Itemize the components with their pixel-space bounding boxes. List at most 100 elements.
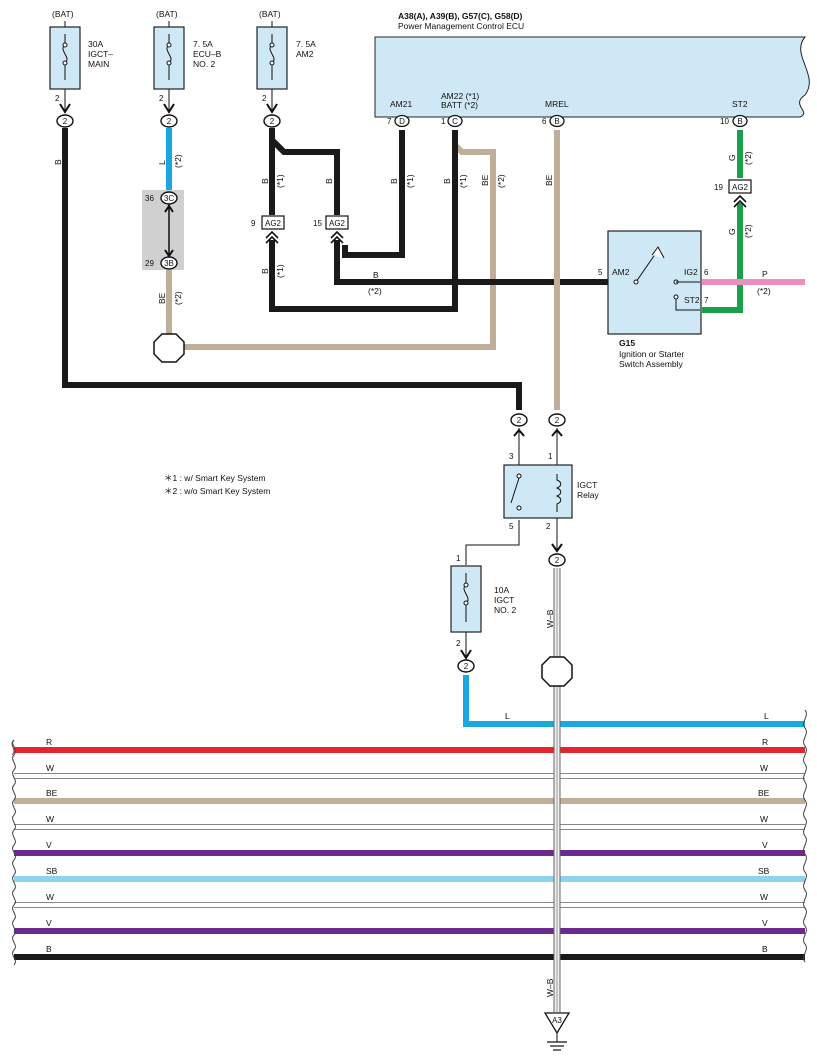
svg-text:7: 7	[704, 296, 709, 305]
svg-text:W: W	[46, 814, 54, 824]
label-mrel-wire: BE	[544, 174, 554, 186]
label-ag2-19-wire: G	[727, 228, 737, 235]
svg-text:AM21: AM21	[390, 99, 412, 109]
label-l-right: L	[764, 711, 769, 721]
svg-text:10: 10	[720, 117, 729, 126]
label-ag2-19-note: (*2)	[743, 224, 753, 238]
svg-text:2: 2	[167, 117, 172, 126]
svg-text:AG2: AG2	[329, 219, 346, 228]
svg-text:L: L	[505, 711, 510, 721]
svg-text:2: 2	[555, 556, 560, 565]
label-am21-wire: B	[389, 178, 399, 184]
svg-text:SB: SB	[46, 866, 58, 876]
svg-text:W: W	[760, 892, 768, 902]
svg-text:ST2: ST2	[684, 295, 700, 305]
svg-text:2: 2	[159, 94, 164, 103]
svg-text:B: B	[260, 178, 270, 184]
svg-text:2: 2	[270, 117, 275, 126]
fuse-igct-main: (BAT) 30A IGCT– MAIN 2 2 B	[49, 9, 113, 165]
svg-text:AM2: AM2	[296, 49, 314, 59]
label-am22-note: (*1)	[458, 174, 468, 188]
svg-text:IG2: IG2	[684, 267, 698, 277]
wire-ag2-15-b	[334, 240, 612, 285]
svg-text:B: B	[554, 117, 559, 126]
svg-text:1: 1	[456, 554, 461, 563]
splice-point-main	[541, 656, 573, 687]
svg-text:3: 3	[509, 452, 514, 461]
svg-text:B: B	[737, 117, 742, 126]
svg-text:AG2: AG2	[732, 183, 749, 192]
svg-text:2: 2	[262, 94, 267, 103]
svg-text:SB: SB	[758, 866, 770, 876]
svg-text:AG2: AG2	[265, 219, 282, 228]
svg-text:30A: 30A	[88, 39, 103, 49]
junction-ag2-19: AG2 19	[714, 179, 752, 208]
svg-text:AM2: AM2	[612, 267, 630, 277]
wire-ag2-9-b	[269, 130, 458, 312]
wire-st2-g-bottom	[702, 203, 743, 313]
svg-text:(*2): (*2)	[173, 291, 183, 305]
svg-text:AM22 (*1): AM22 (*1)	[441, 91, 479, 101]
label-switch-am2-note: (*2)	[368, 286, 382, 296]
note-1: ＊1 : w/ Smart Key System	[164, 473, 266, 483]
svg-text:3B: 3B	[164, 259, 174, 268]
svg-text:5: 5	[509, 522, 514, 531]
ignition-switch-g15: AM2 5 IG2 6 ST2 7 G15 Ignition or Starte…	[598, 230, 771, 369]
ecu-box	[374, 36, 810, 118]
svg-text:R: R	[46, 737, 52, 747]
svg-text:ST2: ST2	[732, 99, 748, 109]
svg-text:L: L	[157, 160, 167, 165]
wire-am21-b	[342, 130, 405, 258]
svg-text:6: 6	[542, 117, 547, 126]
svg-text:2: 2	[456, 639, 461, 648]
label-switch-am2-wire: B	[373, 270, 379, 280]
svg-text:V: V	[762, 918, 768, 928]
svg-text:(BAT): (BAT)	[52, 9, 74, 19]
splice-point	[153, 333, 185, 363]
svg-text:2: 2	[555, 416, 560, 425]
svg-text:15: 15	[313, 219, 322, 228]
svg-text:BE: BE	[46, 788, 58, 798]
relay-igct: 2 2 3 1 IGCT Relay 5 2 2	[503, 413, 599, 567]
svg-text:R: R	[762, 737, 768, 747]
svg-text:(*2): (*2)	[757, 286, 771, 296]
label-ag2-15-wire: B	[324, 178, 334, 184]
svg-text:2: 2	[55, 94, 60, 103]
svg-text:B: B	[46, 944, 52, 954]
svg-text:9: 9	[251, 219, 256, 228]
svg-text:2: 2	[63, 117, 68, 126]
ecu-terminal-am21: AM21 7 D	[387, 99, 412, 128]
wire-am2-b-2	[269, 137, 340, 215]
label-wb-upper: W–B	[545, 609, 555, 628]
fuse-ecu-b-no2: (BAT) 7. 5A ECU–B NO. 2 2 2 L (*2)	[153, 9, 222, 168]
svg-text:7. 5A: 7. 5A	[296, 39, 316, 49]
note-2: ＊2 : w/o Smart Key System	[164, 486, 270, 496]
svg-text:2: 2	[464, 662, 469, 671]
label-am21-note: (*1)	[405, 174, 415, 188]
ecu-terminal-mrel: MREL 6 B	[542, 99, 569, 128]
label-batt-wire: BE	[480, 174, 490, 186]
svg-text:(BAT): (BAT)	[259, 9, 281, 19]
svg-text:W: W	[760, 814, 768, 824]
ecu-subtitle: Power Management Control ECU	[398, 21, 524, 31]
svg-text:V: V	[46, 840, 52, 850]
svg-text:10A: 10A	[494, 585, 509, 595]
svg-text:3C: 3C	[164, 194, 174, 203]
svg-text:29: 29	[145, 259, 154, 268]
label-wb-lower: W–B	[545, 978, 555, 997]
svg-text:6: 6	[704, 268, 709, 277]
label-batt-note: (*2)	[496, 174, 506, 188]
svg-text:BATT (*2): BATT (*2)	[441, 100, 478, 110]
ecu-terminal-st2: ST2 10 B	[720, 99, 748, 128]
svg-text:B: B	[53, 159, 63, 165]
svg-text:V: V	[46, 918, 52, 928]
svg-text:W: W	[760, 763, 768, 773]
svg-text:C: C	[452, 117, 458, 126]
svg-text:ECU–B: ECU–B	[193, 49, 222, 59]
svg-text:(BAT): (BAT)	[156, 9, 178, 19]
svg-text:36: 36	[145, 194, 154, 203]
svg-text:IGCT: IGCT	[577, 480, 597, 490]
svg-text:G15: G15	[619, 338, 635, 348]
ecu-terminal-am22-batt: AM22 (*1) BATT (*2) 1 C	[441, 91, 479, 128]
